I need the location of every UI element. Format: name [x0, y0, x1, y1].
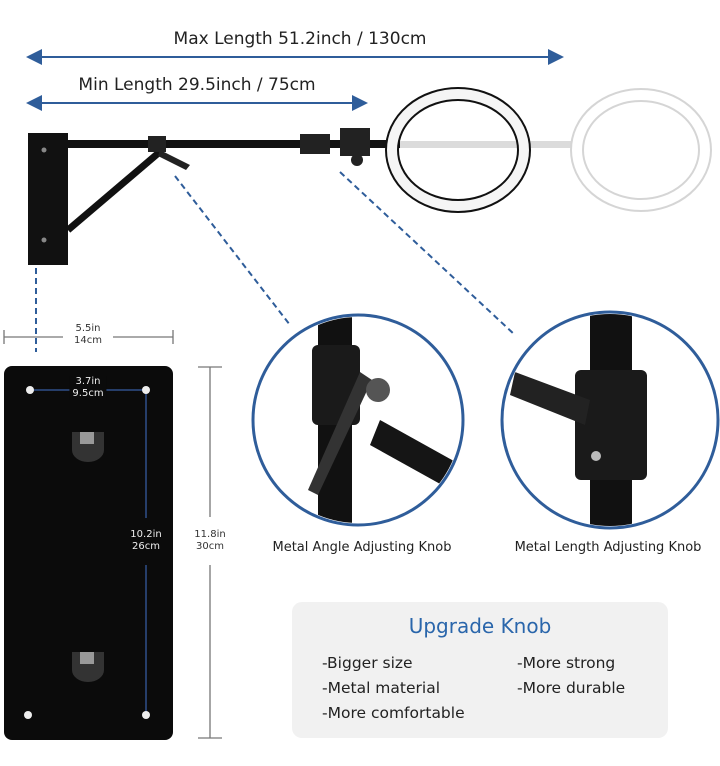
plate-width-cm: 14cm: [74, 335, 102, 346]
callout-line-angle: [174, 175, 291, 326]
plate-height-label: 11.8in 30cm: [194, 529, 225, 553]
plate-height-cm: 30cm: [196, 541, 224, 552]
max-length-label: Max Length 51.2inch / 130cm: [173, 29, 427, 49]
plate-height-in: 11.8in: [194, 529, 226, 540]
extended-ring-light: [400, 88, 712, 212]
angle-knob-closeup: [251, 313, 465, 527]
wall-mount-arm: [28, 128, 400, 265]
ring-light: [385, 87, 531, 213]
plate-width-in: 5.5in: [75, 323, 101, 334]
feature-item: -More durable: [517, 679, 626, 697]
plate-width-label: 5.5in 14cm: [74, 323, 102, 347]
feature-item: -Metal material: [322, 679, 441, 697]
mounting-plate: [4, 366, 173, 740]
upgrade-title: Upgrade Knob: [408, 614, 552, 638]
hole-height-cm: 26cm: [132, 541, 160, 552]
length-knob-caption: Metal Length Adjusting Knob: [514, 540, 702, 555]
hole-height-label: 10.2in 26cm: [130, 529, 161, 553]
feature-item: -Bigger size: [322, 654, 413, 672]
length-knob-closeup: [500, 310, 720, 530]
plate-dimension-lines: [3, 330, 222, 739]
feature-item: -More comfortable: [322, 704, 465, 722]
feature-item: -More strong: [517, 654, 616, 672]
min-length-label: Min Length 29.5inch / 75cm: [78, 75, 316, 95]
upgrade-knob-panel: Upgrade Knob -Bigger size -Metal materia…: [292, 602, 668, 738]
hole-spacing-label: 3.7in 9.5cm: [69, 376, 107, 400]
hole-height-in: 10.2in: [130, 529, 162, 540]
hole-spacing-cm: 9.5cm: [72, 388, 104, 399]
angle-knob-caption: Metal Angle Adjusting Knob: [272, 540, 452, 555]
hole-spacing-in: 3.7in: [75, 376, 101, 387]
